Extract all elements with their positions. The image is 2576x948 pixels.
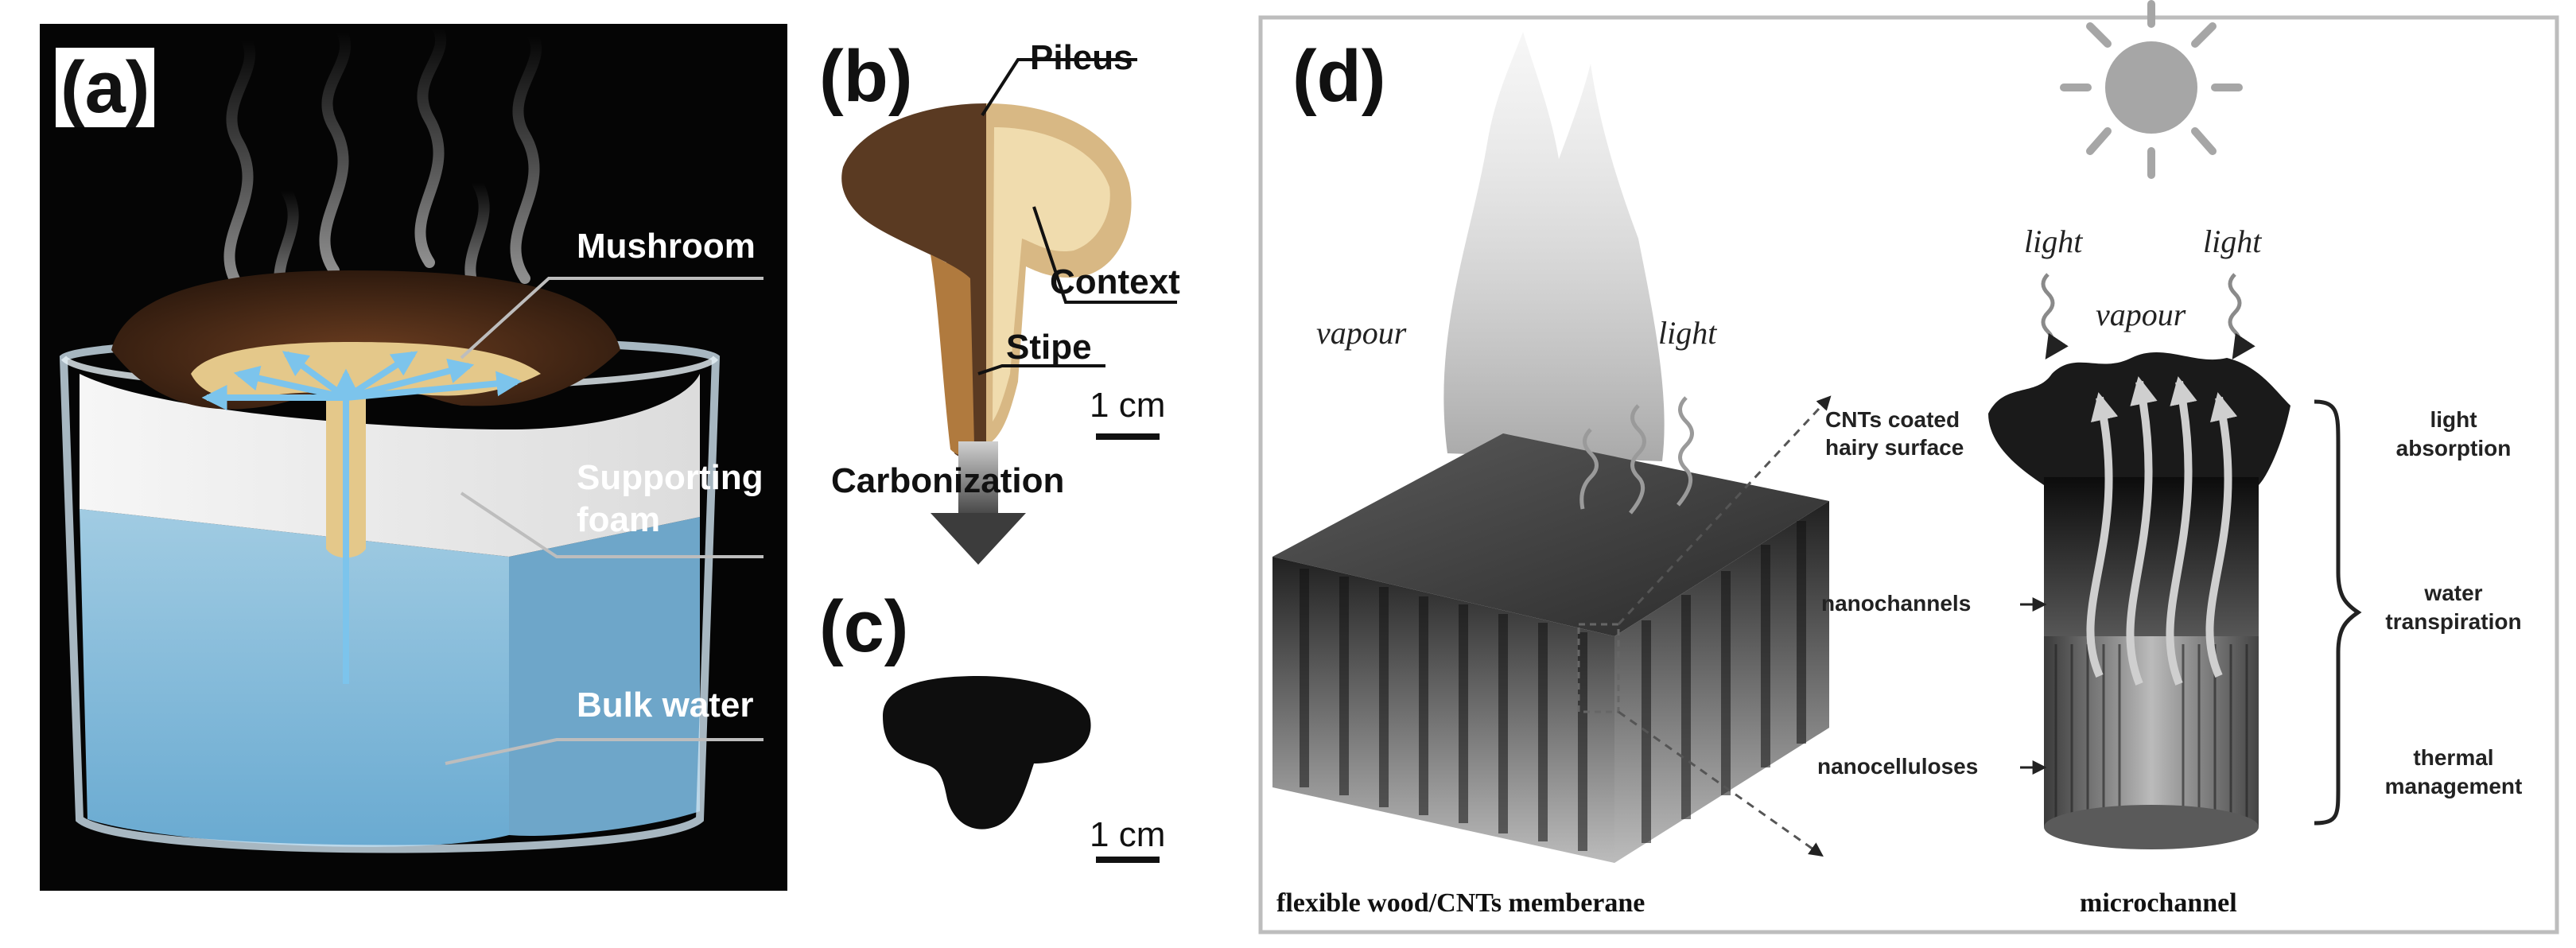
carbonization-arrow-shaft [958, 441, 998, 513]
microchannel-cylinder [2044, 636, 2259, 827]
footer-microchannel: microchannel [2080, 888, 2237, 918]
label-nanochannels: nanochannels [1821, 591, 1972, 616]
label-right-vapour: vapour [2096, 297, 2186, 332]
microchannel-bottom [2044, 805, 2259, 849]
label-pileus: Pileus [1030, 38, 1133, 77]
label-bulk-water: Bulk water [577, 686, 754, 725]
carbonization-arrow-head [931, 513, 1026, 565]
label-left-vapour: vapour [1316, 315, 1407, 351]
panel-d-letter: (d) [1292, 36, 1386, 117]
mushroom-b-right-inner [993, 127, 1110, 422]
label-left-light: light [1658, 315, 1717, 351]
carbonized-mushroom [883, 676, 1091, 830]
label-right-light-1: light [2024, 223, 2083, 259]
label-supporting-foam: Supporting foam [577, 458, 763, 539]
light-rays-left [1579, 396, 1694, 515]
microchannel-stripes [2054, 644, 2248, 823]
callout-arrows [2020, 597, 2047, 775]
vapour-plume [1443, 32, 1665, 461]
microchannel-top [1988, 352, 2290, 485]
panel-c [883, 676, 1160, 863]
panel-b-scale-bar [1096, 433, 1160, 440]
panel-a [40, 22, 787, 891]
label-water-transpiration: water transpiration [2385, 581, 2522, 635]
light-rays-right [2041, 273, 2255, 359]
mushroom-context [191, 342, 541, 558]
panel-c-scale-bar [1096, 857, 1160, 863]
zoom-lines [1617, 395, 1832, 857]
label-context: Context [1050, 262, 1180, 301]
water-flow-arrows [201, 351, 523, 684]
label-carbonization: Carbonization [831, 461, 1065, 500]
panel-a-letter: (a) [56, 48, 155, 127]
label-stipe: Stipe [1006, 328, 1092, 367]
label-mushroom: Mushroom [577, 227, 756, 266]
label-nanocelluloses: nanocelluloses [1817, 754, 1979, 779]
panel-b-leaders [977, 58, 1177, 375]
label-cnts-coated: CNTs coated hairy surface [1825, 407, 1964, 460]
cup-water-cut [509, 517, 700, 836]
panel-b-letter: (b) [819, 36, 913, 117]
panel-a-leaders [445, 277, 763, 765]
cup-foam [80, 374, 700, 557]
label-thermal-management: thermal management [2384, 745, 2523, 799]
membrane-front-left [1272, 557, 1614, 863]
panel-c-letter: (c) [819, 586, 909, 667]
mushroom-b-stipe-left [931, 254, 974, 455]
function-brace [2314, 399, 2362, 826]
zoom-box [1577, 623, 1620, 713]
label-light-absorption: light absorption [2395, 407, 2512, 461]
steam-wisps [223, 22, 542, 308]
label-right-light-2: light [2203, 223, 2262, 259]
panel-d [1258, 0, 2559, 934]
membrane-channels [1300, 521, 1806, 851]
sun-icon [2060, 0, 2243, 179]
cup-water [80, 509, 509, 847]
vapour-arrows [2086, 376, 2238, 686]
panel-b [841, 58, 1177, 565]
panel-b-scale-label: 1 cm [1090, 386, 1166, 425]
footer-flexible-membrane: flexible wood/CNTs memberane [1276, 888, 1645, 918]
panel-c-scale-label: 1 cm [1090, 815, 1166, 854]
